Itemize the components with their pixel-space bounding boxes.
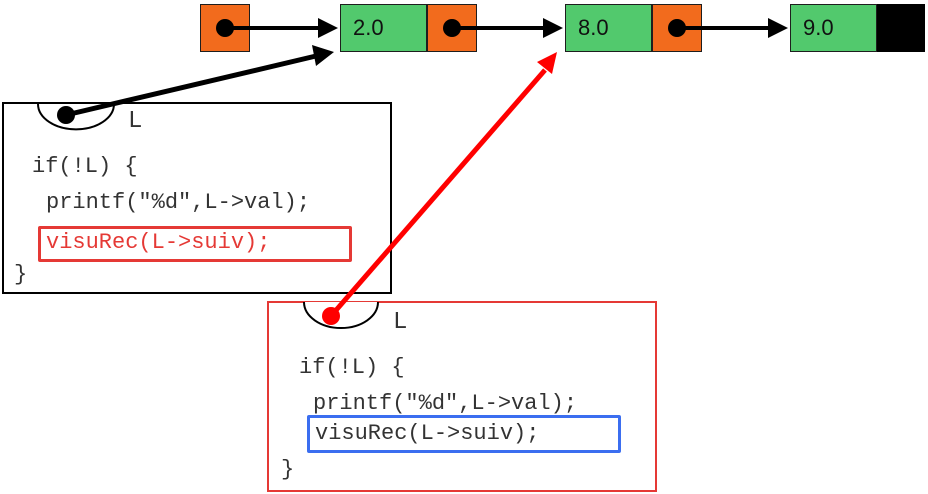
frame-1-code-close: } <box>14 262 28 287</box>
frame-1-code-if: if(!L) { <box>32 154 138 179</box>
frame-1-code-printf: printf("%d",L->val); <box>46 190 311 215</box>
frame-2-code-close: } <box>281 457 295 482</box>
head-pointer-cell <box>200 4 250 52</box>
arrowhead-node-1-to-node-2 <box>543 18 563 38</box>
frame-2-code-call: visuRec(L->suiv); <box>315 421 540 446</box>
node-1-next-cell <box>427 4 477 52</box>
node-3-null-cell <box>877 4 925 52</box>
frame-2-code-printf: printf("%d",L->val); <box>313 391 578 416</box>
arrowhead-frame-1-to-node-1 <box>312 45 334 66</box>
arrowhead-frame-2-to-node-2 <box>537 52 557 74</box>
node-2-next-cell <box>652 4 702 52</box>
frame-2-var-label: L <box>393 309 408 336</box>
frame-2-code-if: if(!L) { <box>299 355 405 380</box>
call-frame-2: L if(!L) { printf("%d",L->val); visuRec(… <box>267 301 657 492</box>
node-2-value: 8.0 <box>565 4 652 52</box>
call-frame-1: L if(!L) { printf("%d",L->val); visuRec(… <box>2 102 392 294</box>
frame-1-code-call: visuRec(L->suiv); <box>46 230 271 255</box>
node-3-value: 9.0 <box>790 4 877 52</box>
arrowhead-node-2-to-node-3 <box>768 18 788 38</box>
node-1-value: 2.0 <box>340 4 427 52</box>
arrowhead-head-to-node-1 <box>318 18 338 38</box>
frame-2-call-highlight <box>307 415 621 453</box>
frame-1-var-label: L <box>128 108 143 135</box>
